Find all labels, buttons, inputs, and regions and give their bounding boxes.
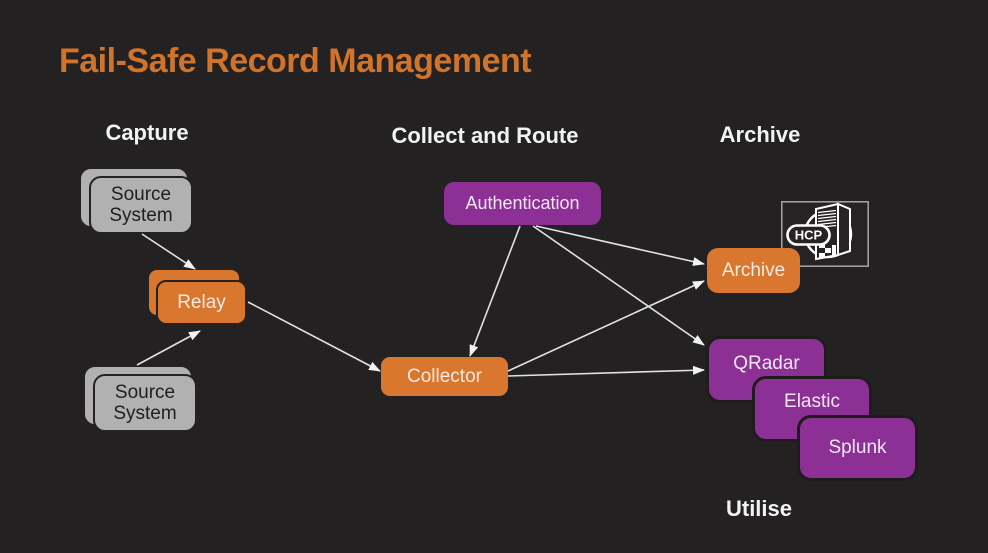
edge-authentication-to-qradar bbox=[532, 225, 705, 346]
node-splunk: Splunk bbox=[797, 415, 918, 481]
edge-authentication-to-collector bbox=[469, 225, 521, 357]
edge-source-system-top-to-relay bbox=[141, 233, 196, 270]
hcp-badge: HCP bbox=[786, 224, 831, 246]
node-source-system-top: Source System bbox=[89, 176, 193, 234]
server-tower-icon bbox=[815, 202, 851, 261]
edge-authentication-to-archive bbox=[535, 225, 705, 266]
node-source-system-bottom: Source System bbox=[93, 374, 197, 432]
edge-source-system-bottom-to-relay bbox=[136, 330, 201, 366]
edge-collector-to-qradar bbox=[507, 365, 705, 377]
section-header-collect-and-route: Collect and Route bbox=[391, 123, 579, 148]
section-header-archive: Archive bbox=[719, 122, 801, 147]
edge-relay-to-collector bbox=[247, 301, 381, 372]
node-archive: Archive bbox=[707, 248, 800, 293]
node-relay: Relay bbox=[156, 280, 247, 325]
svg-text:HCP: HCP bbox=[795, 228, 823, 243]
section-header-utilise: Utilise bbox=[725, 496, 793, 521]
node-collector: Collector bbox=[381, 357, 508, 396]
page-title: Fail-Safe Record Management bbox=[59, 42, 532, 80]
node-authentication: Authentication bbox=[444, 182, 601, 225]
edge-collector-to-archive bbox=[507, 280, 705, 372]
section-header-capture: Capture bbox=[105, 120, 189, 145]
